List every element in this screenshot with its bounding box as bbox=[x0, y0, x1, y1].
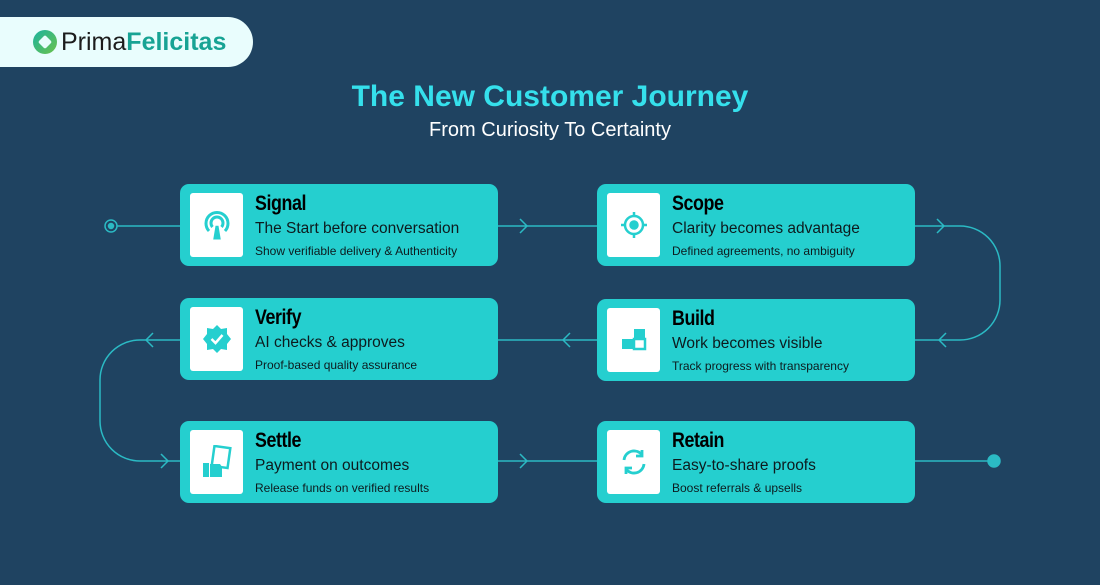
step-tagline: Work becomes visible bbox=[672, 335, 823, 352]
logo-mark-icon bbox=[33, 30, 57, 54]
step-detail: Show verifiable delivery & Authenticity bbox=[255, 244, 458, 258]
step-card-signal: Signal The Start before conversation Sho… bbox=[180, 184, 498, 266]
step-tagline: The Start before conversation bbox=[255, 220, 460, 237]
brand-name: PrimaFelicitas bbox=[61, 27, 227, 56]
step-detail: Proof-based quality assurance bbox=[255, 358, 418, 372]
step-card-scope: Scope Clarity becomes advantage Defined … bbox=[597, 184, 915, 266]
page-title: The New Customer Journey bbox=[351, 80, 749, 113]
payment-icon bbox=[190, 430, 243, 494]
connector-path bbox=[99, 225, 1001, 462]
step-title: Scope bbox=[672, 192, 724, 215]
step-card-build: Build Work becomes visible Track progres… bbox=[597, 299, 915, 381]
page-subtitle: From Curiosity To Certainty bbox=[429, 119, 671, 141]
arrow-chevrons bbox=[144, 218, 947, 469]
step-tagline: Payment on outcomes bbox=[255, 457, 410, 474]
step-title: Build bbox=[672, 307, 715, 330]
step-detail: Defined agreements, no ambiguity bbox=[672, 244, 855, 258]
step-card-verify: Verify AI checks & approves Proof-based … bbox=[180, 298, 498, 380]
step-title: Verify bbox=[255, 306, 302, 329]
step-detail: Track progress with transparency bbox=[672, 359, 849, 373]
step-detail: Release funds on verified results bbox=[255, 481, 430, 495]
brand-logo: PrimaFelicitas bbox=[0, 17, 253, 67]
step-card-retain: Retain Easy-to-share proofs Boost referr… bbox=[597, 421, 915, 503]
step-tagline: Easy-to-share proofs bbox=[672, 457, 816, 474]
refresh-icon bbox=[607, 430, 660, 494]
target-icon bbox=[607, 193, 660, 257]
blocks-icon bbox=[607, 308, 660, 372]
verified-badge-icon bbox=[190, 307, 243, 371]
step-tagline: Clarity becomes advantage bbox=[672, 220, 860, 237]
step-title: Settle bbox=[255, 429, 302, 452]
end-marker bbox=[987, 454, 1001, 468]
step-card-settle: Settle Payment on outcomes Release funds… bbox=[180, 421, 498, 503]
step-tagline: AI checks & approves bbox=[255, 334, 405, 351]
step-title: Signal bbox=[255, 192, 307, 215]
step-detail: Boost referrals & upsells bbox=[672, 481, 803, 495]
signal-icon bbox=[190, 193, 243, 257]
start-marker-dot bbox=[107, 222, 115, 230]
step-title: Retain bbox=[672, 429, 725, 452]
